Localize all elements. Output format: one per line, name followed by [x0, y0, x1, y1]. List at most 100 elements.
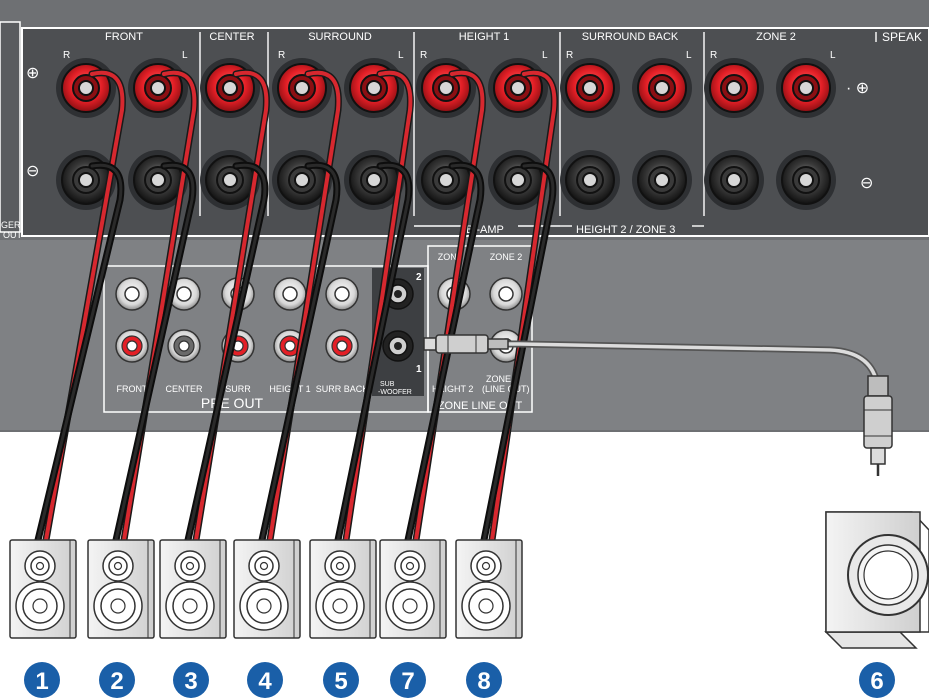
terminal-plus-8 — [560, 58, 620, 118]
zone-line-out-label-1: ZONE 2 — [486, 374, 519, 384]
preout-jack-top-5 — [325, 277, 359, 311]
subwoofer — [824, 511, 929, 649]
group-label-height1: HEIGHT 1 — [459, 31, 510, 43]
minus-symbol-left: ⊖ — [26, 163, 39, 180]
preout-jack-bottom-2 — [167, 329, 201, 363]
subwoofer-jack-1 — [382, 330, 414, 362]
speaker-cable-6 — [404, 69, 486, 544]
zone-jack-2 — [489, 277, 523, 311]
preout-jack-top-1 — [115, 277, 149, 311]
terminal-plus-3 — [200, 58, 260, 118]
left-edge-label-2: OUT — [3, 230, 23, 240]
zone-line-out-label-2: (LINE OUT) — [482, 384, 530, 394]
minus-symbol-right: ⊖ — [860, 175, 873, 192]
number-badges: 1 2 3 4 5 7 8 — [24, 662, 502, 698]
panel-title-speakers: SPEAK — [882, 30, 922, 44]
group-label-center: CENTER — [209, 31, 254, 43]
svg-text:6: 6 — [870, 668, 883, 695]
speaker-3 — [159, 539, 227, 639]
left-edge-panel — [0, 21, 21, 233]
speaker-number-badge-3: 3 — [173, 662, 209, 698]
left-edge-label-1: GER — [1, 220, 21, 230]
speaker-cable-2 — [112, 69, 198, 544]
speaker-number-badge-5: 5 — [323, 662, 359, 698]
plus-symbol-left: ⊕ — [26, 65, 39, 82]
terminal-plus-10 — [704, 58, 764, 118]
subwoofer-label-1: SUB — [380, 381, 395, 388]
zone2-label: ZONE 2 — [490, 252, 523, 262]
speaker-number-7: 7 — [401, 668, 414, 695]
terminal-plus-1 — [56, 58, 116, 118]
speaker-2 — [87, 539, 155, 639]
speaker-cable-1 — [34, 69, 126, 544]
speaker-number-3: 3 — [184, 668, 197, 695]
svg-text:R: R — [566, 50, 573, 61]
group-label-surround-back: SURROUND BACK — [582, 31, 679, 43]
subwoofer-number-badge: 6 — [859, 662, 895, 698]
sub-port-1-label: 1 — [416, 364, 422, 375]
preout-label-height1: HEIGHT 1 — [269, 384, 310, 394]
terminal-plus-6 — [416, 58, 476, 118]
preout-label-center: CENTER — [165, 384, 203, 394]
group-label-front: FRONT — [105, 31, 143, 43]
group-label-zone2: ZONE 2 — [756, 31, 796, 43]
terminal-minus-11 — [776, 150, 836, 210]
zone3-label: ZONE 3 — [438, 252, 471, 262]
sub-port-2-label: 2 — [416, 272, 422, 283]
speaker-number-badge-4: 4 — [247, 662, 283, 698]
svg-text:R: R — [420, 50, 427, 61]
subwoofer-cable — [423, 334, 893, 476]
terminal-plus-7 — [488, 58, 548, 118]
subwoofer-label-2: -WOOFER — [378, 389, 412, 396]
zone-height2-label: HEIGHT 2 — [432, 384, 473, 394]
speaker-number-4: 4 — [258, 668, 272, 695]
terminal-plus-11 — [776, 58, 836, 118]
channel-labels: R L R L R L R L R L — [63, 50, 836, 61]
preout-jack-bottom-1 — [115, 329, 149, 363]
preout-title: PRE OUT — [201, 395, 264, 411]
svg-text:L: L — [182, 50, 188, 61]
terminal-plus-5 — [344, 58, 404, 118]
speaker-number-badge-7: 7 — [390, 662, 426, 698]
svg-text:R: R — [278, 50, 285, 61]
zone-section-title: ZONE LINE OUT — [438, 400, 523, 412]
speaker-number-1: 1 — [35, 668, 48, 695]
zone-block — [427, 245, 533, 413]
speakers — [9, 539, 523, 639]
terminal-plus-9 — [632, 58, 692, 118]
plus-symbol-right: · ⊕ — [846, 80, 869, 97]
speaker-cable-7 — [480, 69, 558, 544]
height2-zone3-label: HEIGHT 2 / ZONE 3 — [576, 224, 675, 236]
speaker-terminals — [56, 58, 836, 210]
speaker-number-5: 5 — [334, 668, 347, 695]
svg-text:R: R — [63, 50, 70, 61]
speaker-8 — [455, 539, 523, 639]
speaker-4 — [233, 539, 301, 639]
preout-jack-top-4 — [273, 277, 307, 311]
speaker-cable-4 — [258, 69, 342, 544]
terminal-minus-10 — [704, 150, 764, 210]
speaker-number-2: 2 — [110, 668, 123, 695]
preout-label-front: FRONT — [117, 384, 148, 394]
terminal-plus-4 — [272, 58, 332, 118]
speaker-1 — [9, 539, 77, 639]
speaker-cables — [34, 69, 558, 544]
speaker-number-badge-8: 8 — [466, 662, 502, 698]
speaker-number-8: 8 — [477, 668, 490, 695]
terminal-minus-9 — [632, 150, 692, 210]
svg-text:L: L — [398, 50, 404, 61]
speaker-cable-5 — [334, 69, 414, 544]
speaker-5 — [309, 539, 377, 639]
speaker-number-badge-1: 1 — [24, 662, 60, 698]
svg-text:L: L — [542, 50, 548, 61]
preout-label-surr: SURR — [225, 384, 251, 394]
speaker-7 — [379, 539, 447, 639]
svg-text:L: L — [830, 50, 836, 61]
speaker-cable-3 — [184, 69, 270, 544]
terminal-plus-2 — [128, 58, 188, 118]
preout-jack-bottom-5 — [325, 329, 359, 363]
preout-label-surr-back: SURR BACK — [316, 384, 369, 394]
svg-text:L: L — [686, 50, 692, 61]
svg-text:R: R — [710, 50, 717, 61]
speaker-number-badge-2: 2 — [99, 662, 135, 698]
